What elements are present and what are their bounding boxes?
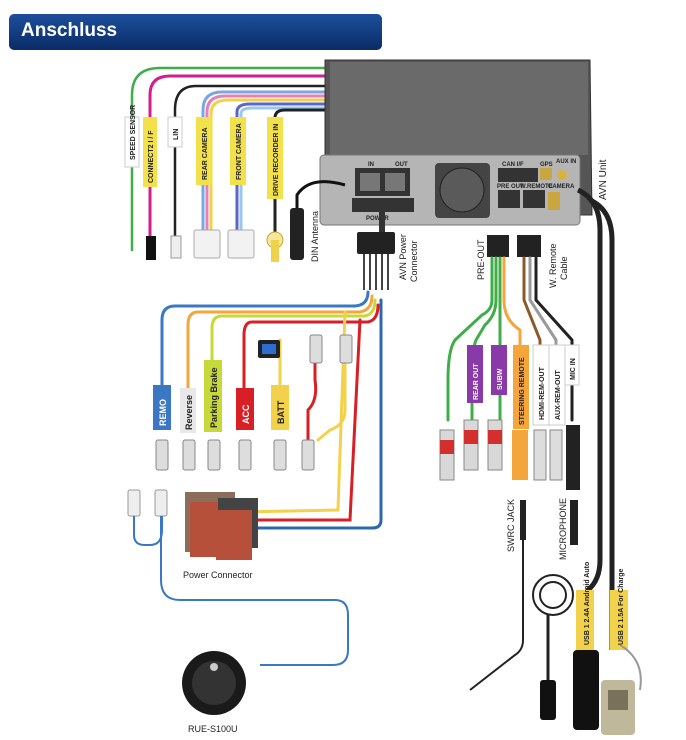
swrc-label: SWRC JACK bbox=[506, 499, 516, 552]
preout-label: PRE-OUT bbox=[476, 239, 486, 280]
usb1-label: USB 1 2.4A Android Auto bbox=[584, 562, 591, 645]
port-label-can: CAN I/F bbox=[502, 162, 524, 168]
power-wires bbox=[160, 290, 383, 530]
label-acc: ACC bbox=[241, 404, 251, 424]
port-label-wremote: W.REMOTE bbox=[520, 184, 553, 190]
avn-unit bbox=[319, 59, 593, 226]
power-wire-tags bbox=[153, 360, 289, 433]
power-wire-labels: REMO Reverse Parking Brake ACC BATT bbox=[158, 367, 286, 430]
port-label-aux: AUX IN bbox=[556, 159, 576, 165]
label-lin: LIN bbox=[173, 129, 180, 140]
port-label-in: IN bbox=[368, 162, 374, 168]
swrc-and-mic: SWRC JACK MICROPHONE bbox=[469, 498, 578, 720]
section-title: Anschluss bbox=[21, 20, 118, 41]
label-hdmi-rem-out: HDMI-REM-OUT bbox=[539, 366, 546, 420]
port-label-preout: PRE OUT bbox=[497, 184, 524, 190]
port-label-gps: GPS bbox=[540, 162, 553, 168]
usb-cables: USB 1 2.4A Android Auto USB 2 1.5A For C… bbox=[573, 187, 642, 735]
label-remo: REMO bbox=[158, 399, 168, 426]
label-batt: BATT bbox=[276, 400, 286, 424]
top-harness-tags bbox=[124, 116, 283, 199]
port-label-power: POWER bbox=[366, 216, 389, 222]
preout-cable-labels: REAR OUT SUBW STEERING REMOTE HDMI-REM-O… bbox=[473, 357, 577, 425]
rue-knob: RUE-S100U bbox=[182, 651, 246, 734]
avn-unit-label: AVN Unit bbox=[598, 159, 609, 200]
port-label-camera: CAMERA bbox=[548, 184, 575, 190]
usb2-label: USB 2 1.5A For Charge bbox=[618, 569, 625, 645]
label-speed-sensor: SPEED SENSOR bbox=[130, 105, 137, 160]
label-drive-recorder: DRIVE RECORDER IN bbox=[273, 124, 280, 196]
rca-plugs bbox=[439, 419, 580, 490]
top-harness-label-group: SPEED SENSOR CONNECT2 I / F LIN REAR CAM… bbox=[130, 105, 280, 196]
label-aux-rem-out: AUX-REM-OUT bbox=[555, 370, 562, 420]
wremote-label-2: Cable bbox=[559, 256, 569, 280]
wire-terminals bbox=[155, 334, 353, 471]
avn-power-label-1: AVN Power bbox=[398, 234, 408, 280]
top-harness-plugs bbox=[146, 229, 284, 262]
din-antenna: DIN Antenna bbox=[290, 180, 346, 262]
avn-power-connector: AVN Power Connector bbox=[357, 212, 419, 290]
din-antenna-label: DIN Antenna bbox=[310, 211, 320, 262]
label-front-camera: FRONT CAMERA bbox=[236, 123, 243, 180]
wremote-label-1: W. Remote bbox=[548, 243, 558, 288]
microphone-label: MICROPHONE bbox=[558, 498, 568, 560]
label-parking-brake: Parking Brake bbox=[209, 367, 219, 428]
preout-tags bbox=[467, 344, 580, 429]
section-header: Anschluss bbox=[9, 14, 382, 50]
avn-port-labels: IN OUT POWER CAN I/F GPS AUX IN PRE OUT … bbox=[366, 159, 576, 222]
fuse-holder bbox=[258, 340, 280, 358]
label-subw: SUBW bbox=[497, 368, 504, 390]
label-steering-remote: STEERING REMOTE bbox=[519, 357, 526, 425]
label-reverse: Reverse bbox=[184, 395, 194, 430]
label-mic-in: MIC IN bbox=[570, 358, 577, 380]
power-connector-block bbox=[185, 492, 258, 560]
preout-connectors: PRE-OUT W. Remote Cable bbox=[476, 235, 569, 288]
rue-label: RUE-S100U bbox=[188, 724, 238, 734]
avn-power-label-2: Connector bbox=[409, 240, 419, 282]
port-label-out: OUT bbox=[395, 162, 408, 168]
left-remote-terminals bbox=[127, 489, 349, 666]
label-rear-out: REAR OUT bbox=[473, 363, 480, 400]
label-rear-camera: REAR CAMERA bbox=[202, 128, 209, 181]
power-connector-label: Power Connector bbox=[183, 570, 253, 580]
label-connect2: CONNECT2 I / F bbox=[148, 130, 155, 183]
